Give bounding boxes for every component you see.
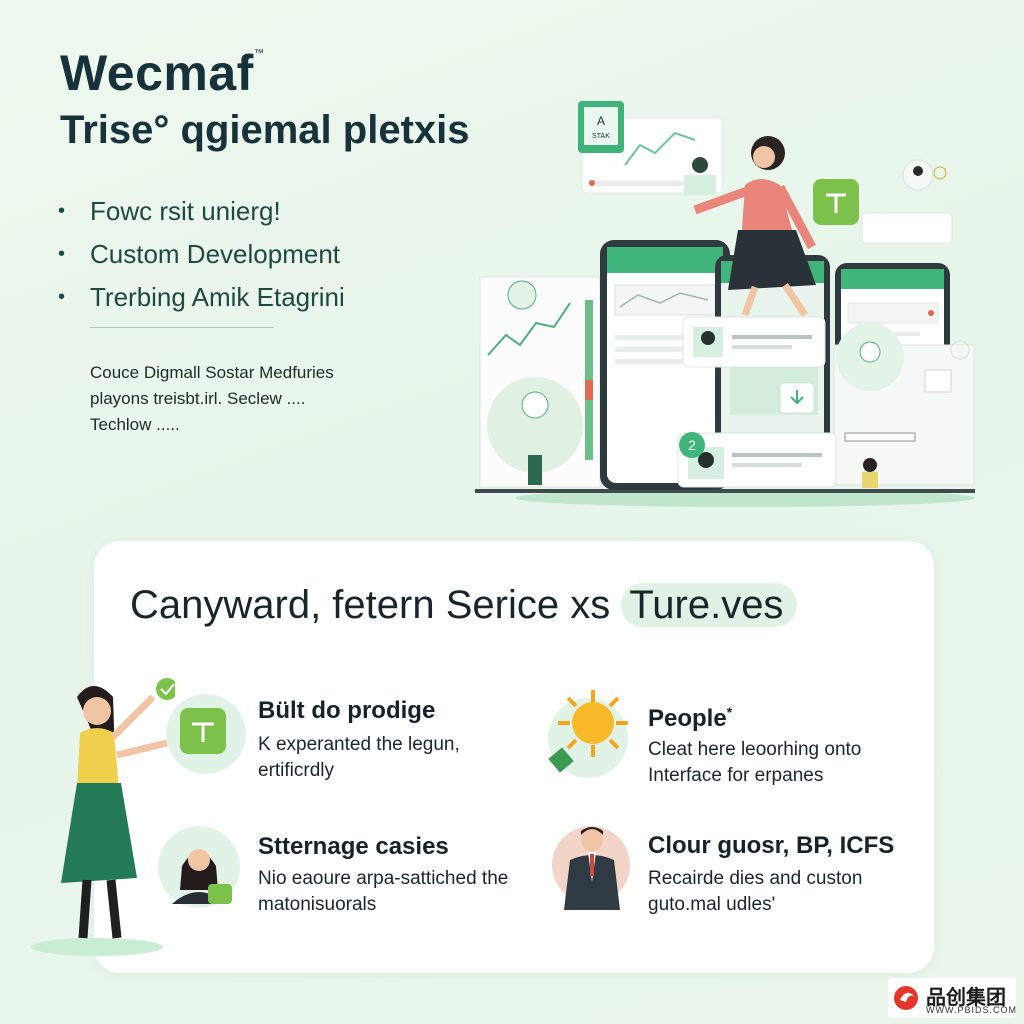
card-badge-letter: A bbox=[597, 114, 605, 128]
hero-illustration: A STAK bbox=[470, 95, 990, 510]
watermark-logo-icon bbox=[894, 986, 918, 1010]
businessman-avatar-icon bbox=[564, 827, 620, 910]
bullet-item: •Custom Development bbox=[58, 239, 340, 269]
divider bbox=[90, 327, 274, 328]
bullet-marker: • bbox=[58, 243, 66, 265]
watermark: 品创集团 WWW.PBIDS.COM bbox=[888, 978, 1016, 1018]
step-number: 2 bbox=[688, 437, 696, 453]
bullet-item: •Fowc rsit unierg! bbox=[58, 196, 281, 226]
devices-illustration: A STAK bbox=[475, 101, 975, 507]
woman-illustration bbox=[31, 678, 175, 956]
bullet-item: •Trerbing Amik Etagrini bbox=[58, 282, 345, 312]
service-bullet-list: •Fowc rsit unierg! •Custom Development •… bbox=[58, 190, 345, 319]
bullet-marker: • bbox=[58, 200, 66, 222]
brand-title: Wecmaf™ bbox=[60, 45, 265, 101]
sun-icon bbox=[548, 690, 628, 773]
panel-title-highlight: Ture.ves bbox=[621, 583, 798, 627]
card-badge-text: STAK bbox=[592, 133, 610, 140]
bullet-marker: • bbox=[58, 286, 66, 308]
panel-title: Canyward, fetern Serice xs Ture.ves bbox=[130, 583, 798, 628]
headline: Trise° qgiemal pletxis bbox=[60, 108, 470, 152]
intro-blurb: Couce Digmall Sostar Medfuries playons t… bbox=[90, 363, 334, 434]
touch-hand-icon bbox=[180, 708, 226, 754]
woman-avatar-icon bbox=[172, 849, 232, 904]
